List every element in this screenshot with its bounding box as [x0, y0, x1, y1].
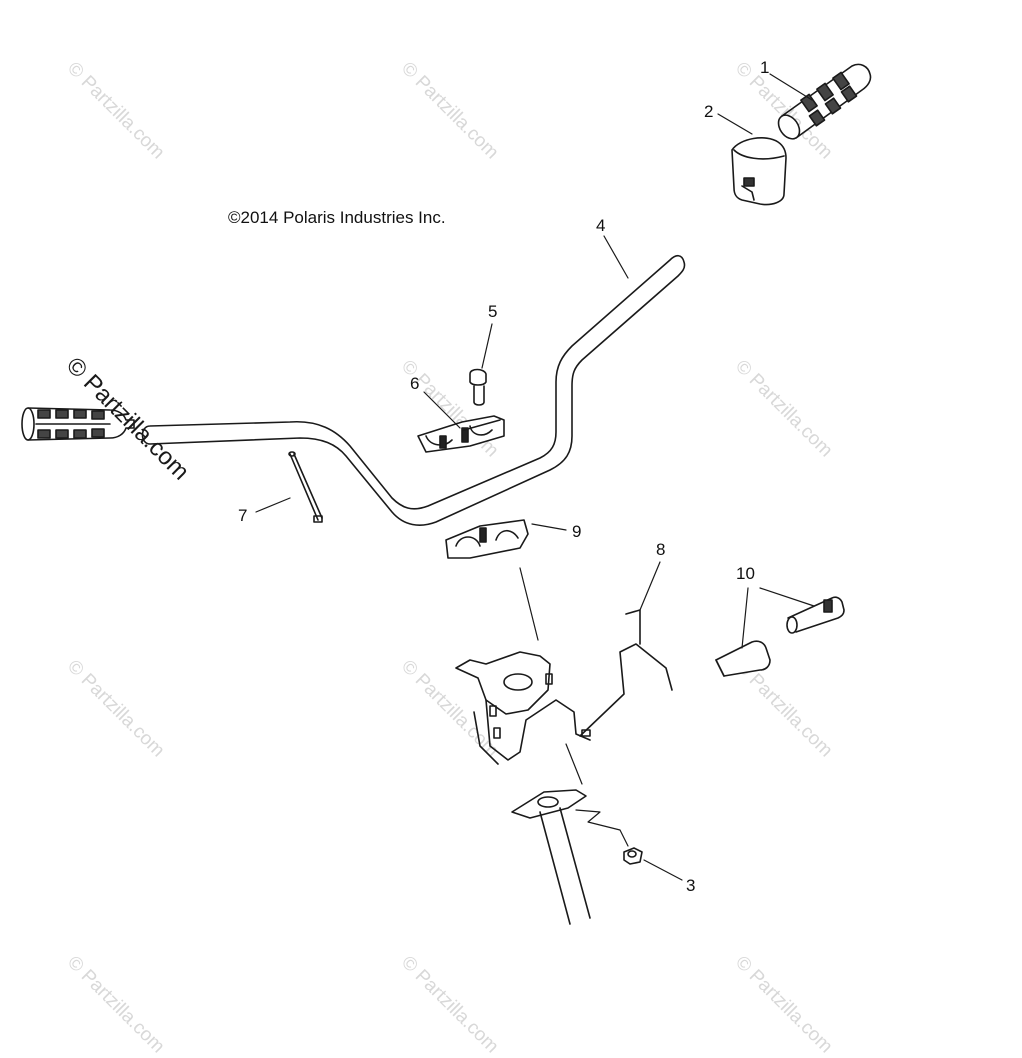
parts-diagram: © Partzilla.com © Partzilla.com © Partzi… [21, 58, 872, 1057]
callout-5: 5 [488, 302, 498, 321]
bracket [455, 609, 673, 765]
callout-9: 9 [572, 522, 582, 541]
callout-3: 3 [686, 876, 696, 895]
throttle-housing [731, 137, 787, 206]
clamp-lower [445, 519, 529, 559]
copyright-text: ©2014 Polaris Industries Inc. [228, 208, 446, 227]
hand-grip-right [777, 63, 872, 140]
callout-6: 6 [410, 374, 420, 393]
clamp-upper [417, 415, 505, 453]
ends [715, 596, 845, 677]
diagram-drawing [21, 63, 872, 925]
callout-2: 2 [704, 102, 714, 121]
steering-post [511, 789, 591, 925]
handlebar [141, 254, 686, 526]
callout-4: 4 [596, 216, 606, 235]
hand-grip-left [21, 407, 135, 441]
callout-7: 7 [238, 506, 248, 525]
callout-1: 1 [760, 58, 770, 77]
bolt [469, 368, 487, 406]
rod [288, 451, 323, 523]
callout-10: 10 [736, 564, 755, 583]
nut [623, 847, 643, 865]
callout-8: 8 [656, 540, 666, 559]
leader-lines [255, 73, 815, 881]
